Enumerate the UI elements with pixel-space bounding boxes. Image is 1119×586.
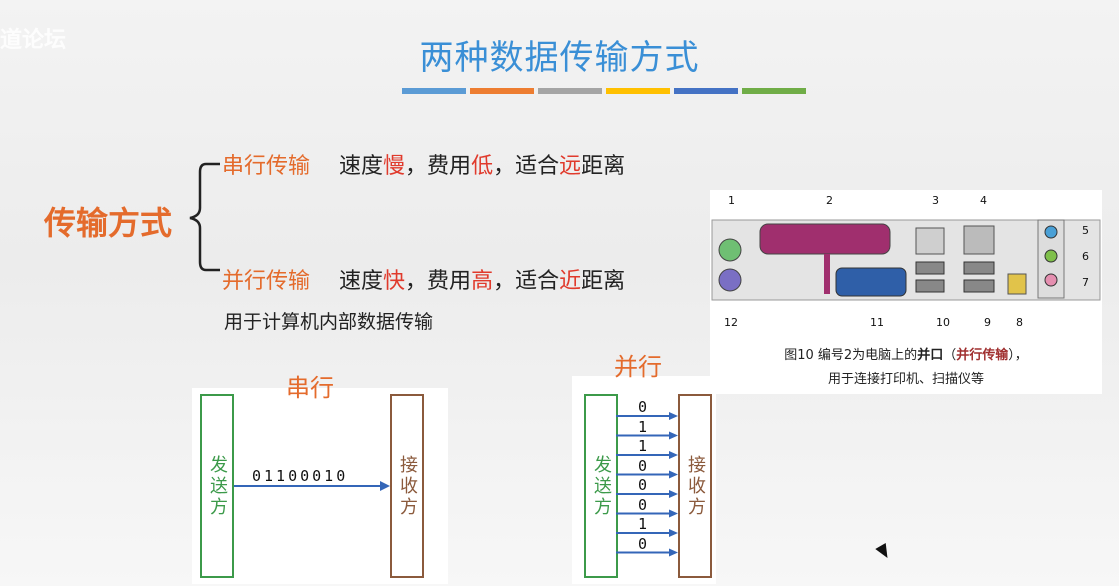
parallel-name: 并行传输 xyxy=(222,269,311,294)
title-bar-4 xyxy=(674,88,738,94)
serial-desc-3: 低 xyxy=(471,154,494,179)
parallel-arrowhead-4 xyxy=(669,490,678,498)
title-bar-3 xyxy=(606,88,670,94)
serial-receiver-box: 接收方 xyxy=(390,394,424,578)
serial-desc-5: 远 xyxy=(559,154,582,179)
watermark-text: 道论坛 xyxy=(0,28,67,53)
port-number-5: 5 xyxy=(1082,224,1089,237)
parallel-branch: 并行传输 速度快，费用高，适合近距离 xyxy=(222,263,625,295)
title-bar-5 xyxy=(742,88,806,94)
port-number-1: 1 xyxy=(728,194,735,207)
parallel-diagram-title: 并行 xyxy=(614,353,662,381)
parallel-arrowhead-5 xyxy=(669,509,678,518)
parallel-desc-4: ，适合 xyxy=(493,269,560,294)
port-number-11: 11 xyxy=(870,316,884,329)
serial-desc-0: 速度 xyxy=(339,154,384,179)
port-number-10: 10 xyxy=(936,316,950,329)
serial-desc-4: ，适合 xyxy=(493,154,560,179)
parallel-arrows xyxy=(616,412,678,557)
parallel-desc-0: 速度 xyxy=(339,269,384,294)
serial-desc-6: 距离 xyxy=(581,154,626,179)
port-number-7: 7 xyxy=(1082,276,1089,289)
parallel-bit-5: 0 xyxy=(638,495,648,514)
parallel-bit-7: 0 xyxy=(638,534,648,553)
port-number-12: 12 xyxy=(724,316,738,329)
ports-illustration xyxy=(711,219,1101,301)
caption-part-b: 并口 xyxy=(917,348,944,363)
slide-title: 两种数据传输方式 xyxy=(419,38,700,78)
serial-desc-1: 慢 xyxy=(383,154,406,179)
serial-name: 串行传输 xyxy=(222,154,311,179)
parallel-desc-5: 近 xyxy=(559,269,582,294)
parallel-bit-6: 1 xyxy=(638,515,648,533)
parallel-bit-0: 0 xyxy=(638,398,648,416)
parallel-desc-6: 距离 xyxy=(581,269,626,294)
parallel-sender-box: 发送方 xyxy=(584,394,618,578)
port-number-8: 8 xyxy=(1016,316,1023,329)
serial-desc-2: ，费用 xyxy=(405,154,472,179)
title-bar-1 xyxy=(470,88,534,94)
brace-connector xyxy=(189,162,220,272)
caption-part-a: 图10 编号2为电脑上的 xyxy=(784,348,918,363)
parallel-arrowhead-6 xyxy=(669,529,678,537)
title-bar-2 xyxy=(538,88,602,94)
parallel-bit-2: 1 xyxy=(638,437,648,455)
port-number-6: 6 xyxy=(1082,250,1089,263)
port-number-3: 3 xyxy=(932,194,939,207)
parallel-arrowhead-0 xyxy=(669,412,678,420)
parallel-arrowhead-3 xyxy=(669,470,678,479)
serial-arrow xyxy=(234,481,390,491)
parallel-bit-1: 1 xyxy=(638,417,648,436)
parallel-bit-3: 0 xyxy=(638,456,648,475)
parallel-arrowhead-7 xyxy=(669,548,678,557)
port-number-4: 4 xyxy=(980,194,987,207)
mouse-cursor-icon xyxy=(875,542,893,562)
caption-part-c: （ xyxy=(943,348,957,363)
parallel-desc-2: ，费用 xyxy=(405,269,472,294)
port-number-2: 2 xyxy=(826,194,833,207)
parallel-diagram-panel xyxy=(572,376,716,584)
transmission-modes-label: 传输方式 xyxy=(44,204,173,242)
serial-sender-box: 发送方 xyxy=(200,394,234,578)
title-bar-0 xyxy=(402,88,466,94)
parallel-bit-4: 0 xyxy=(638,476,648,494)
parallel-note: 用于计算机内部数据传输 xyxy=(224,311,434,333)
serial-bits: 01100010 xyxy=(252,467,349,485)
photo-caption-line1: 图10 编号2为电脑上的并口（并行传输）， xyxy=(710,344,1102,363)
caption-part-d: 并行传输 xyxy=(956,348,1009,363)
parallel-arrowhead-2 xyxy=(669,451,678,459)
parallel-desc-1: 快 xyxy=(383,269,406,294)
parallel-receiver-box: 接收方 xyxy=(678,394,712,578)
port-number-9: 9 xyxy=(984,316,991,329)
photo-caption-line2: 用于连接打印机、扫描仪等 xyxy=(827,372,984,387)
serial-diagram-title: 串行 xyxy=(286,374,334,402)
parallel-arrowhead-1 xyxy=(669,431,678,440)
parallel-desc-3: 高 xyxy=(471,269,494,294)
caption-part-e: ）， xyxy=(1008,348,1028,363)
serial-branch: 串行传输 速度慢，费用低，适合远距离 xyxy=(222,148,625,180)
